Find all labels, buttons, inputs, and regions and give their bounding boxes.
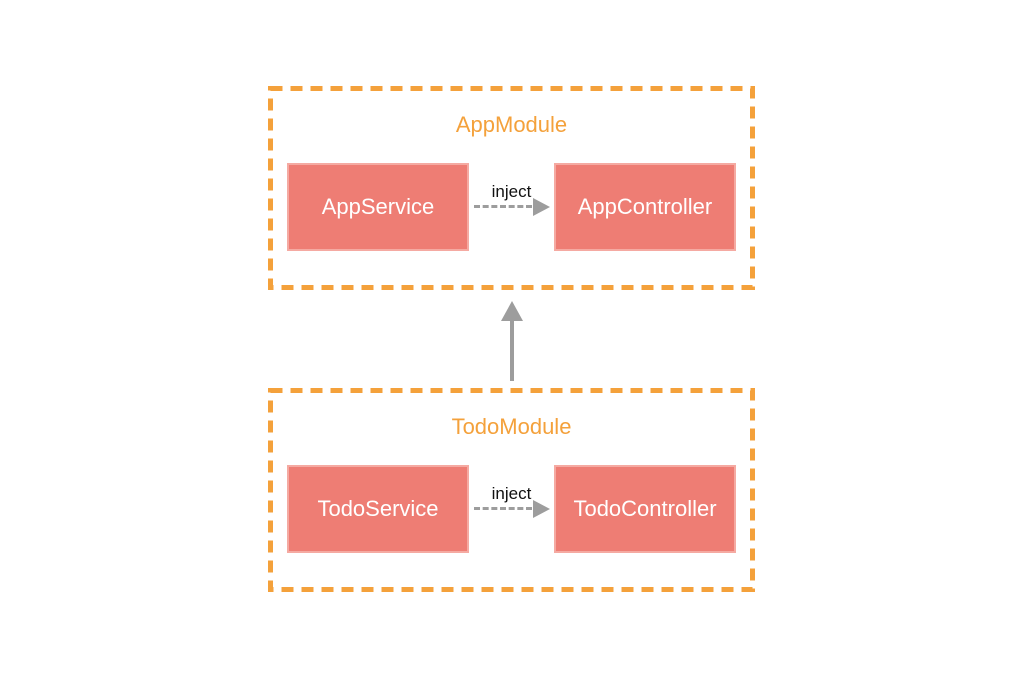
todo-module-title: TodoModule: [451, 414, 572, 439]
todo-module-container: TodoModule TodoService inject TodoContro…: [268, 388, 755, 592]
app-module-title: AppModule: [455, 112, 568, 137]
todo-module-node-row: TodoService inject TodoController: [287, 465, 736, 553]
app-module-inner: AppModule AppService inject AppControlle…: [273, 91, 750, 285]
todo-controller-node: TodoController: [554, 465, 736, 553]
todo-module-inner: TodoModule TodoService inject TodoContro…: [273, 393, 750, 587]
app-module-dashed-border: [268, 86, 755, 290]
app-module-node-row: AppService inject AppController: [287, 163, 736, 251]
todo-inject-label: inject: [491, 484, 532, 503]
app-inject-edge: inject: [473, 163, 550, 251]
arrowhead-up-icon: [501, 301, 523, 321]
app-service-label: AppService: [321, 194, 435, 219]
app-service-node: AppService: [287, 163, 469, 251]
app-controller-node: AppController: [554, 163, 736, 251]
todo-inject-edge: inject: [473, 465, 550, 553]
app-inject-label: inject: [491, 182, 532, 201]
todo-controller-label: TodoController: [573, 496, 717, 521]
module-dependency-arrow-stem: [510, 319, 514, 381]
todo-service-node: TodoService: [287, 465, 469, 553]
arrowhead-right-icon: [532, 500, 550, 518]
app-inject-dashed-line: [473, 205, 532, 208]
module-dependency-arrow: [501, 301, 523, 381]
todo-inject-dashed-line: [473, 507, 532, 510]
todo-service-label: TodoService: [317, 496, 439, 521]
app-controller-label: AppController: [577, 194, 713, 219]
arrowhead-right-icon: [532, 198, 550, 216]
app-module-container: AppModule AppService inject AppControlle…: [268, 86, 755, 290]
todo-module-dashed-border: [268, 388, 755, 592]
